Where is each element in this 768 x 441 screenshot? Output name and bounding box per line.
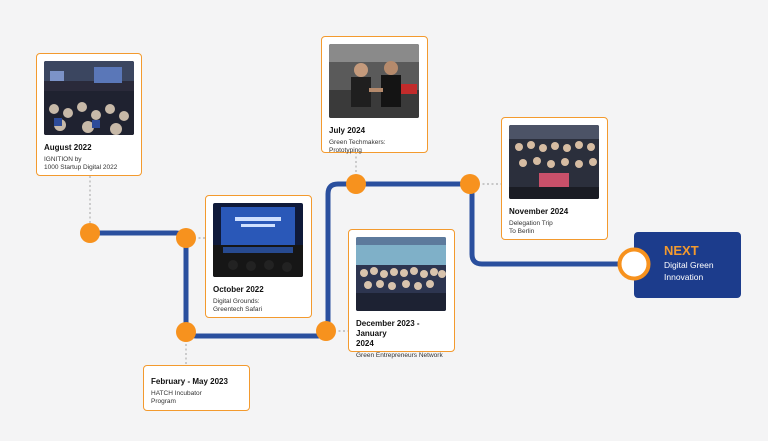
delegation-group-photo	[509, 125, 599, 199]
milestone-description: Delegation Trip To Berlin	[509, 220, 553, 235]
milestone-card-oct-2022: October 2022 Digital Grounds: Greentech …	[205, 195, 312, 318]
group-photo	[356, 237, 446, 311]
next-subtitle: Digital Green Innovation	[664, 260, 714, 282]
handshake-photo	[329, 44, 419, 118]
conference-hall-photo	[44, 61, 134, 135]
node-dec-2023	[316, 321, 336, 341]
stage-panel-photo	[213, 203, 303, 277]
next-title: NEXT	[664, 243, 699, 258]
milestone-date: July 2024	[329, 126, 366, 135]
node-jul-2024	[346, 174, 366, 194]
milestone-nodes	[80, 174, 480, 342]
milestone-card-aug-2022: August 2022 IGNITION by 1000 Startup Dig…	[36, 53, 142, 176]
next-node	[617, 247, 651, 281]
milestone-description: Green Techmakers: Prototyping	[329, 139, 386, 154]
next-box: NEXT Digital Green Innovation	[634, 232, 741, 298]
node-nov-2024	[460, 174, 480, 194]
node-feb-2023	[176, 322, 196, 342]
milestone-card-dec-2023: December 2023 - January 2024 Green Entre…	[348, 229, 455, 359]
node-oct-2022	[176, 228, 196, 248]
milestone-description: Green Entrepreneurs Network	[356, 352, 443, 359]
track-line	[90, 181, 634, 339]
milestone-date: October 2022	[213, 285, 264, 294]
milestone-card-nov-2024: November 2024 Delegation Trip To Berlin	[501, 117, 608, 240]
milestone-card-feb-2023: February - May 2023 HATCH Incubator Prog…	[143, 365, 250, 411]
milestone-date: December 2023 - January 2024	[356, 319, 420, 348]
milestone-description: HATCH Incubator Program	[151, 390, 202, 405]
milestone-description: IGNITION by 1000 Startup Digital 2022	[44, 156, 118, 171]
milestone-description: Digital Grounds: Greentech Safari	[213, 298, 263, 313]
milestone-date: November 2024	[509, 207, 569, 216]
milestone-card-jul-2024: July 2024 Green Techmakers: Prototyping	[321, 36, 428, 154]
milestone-date: August 2022	[44, 143, 92, 152]
node-aug-2022	[80, 223, 100, 243]
milestone-date: February - May 2023	[151, 377, 228, 386]
